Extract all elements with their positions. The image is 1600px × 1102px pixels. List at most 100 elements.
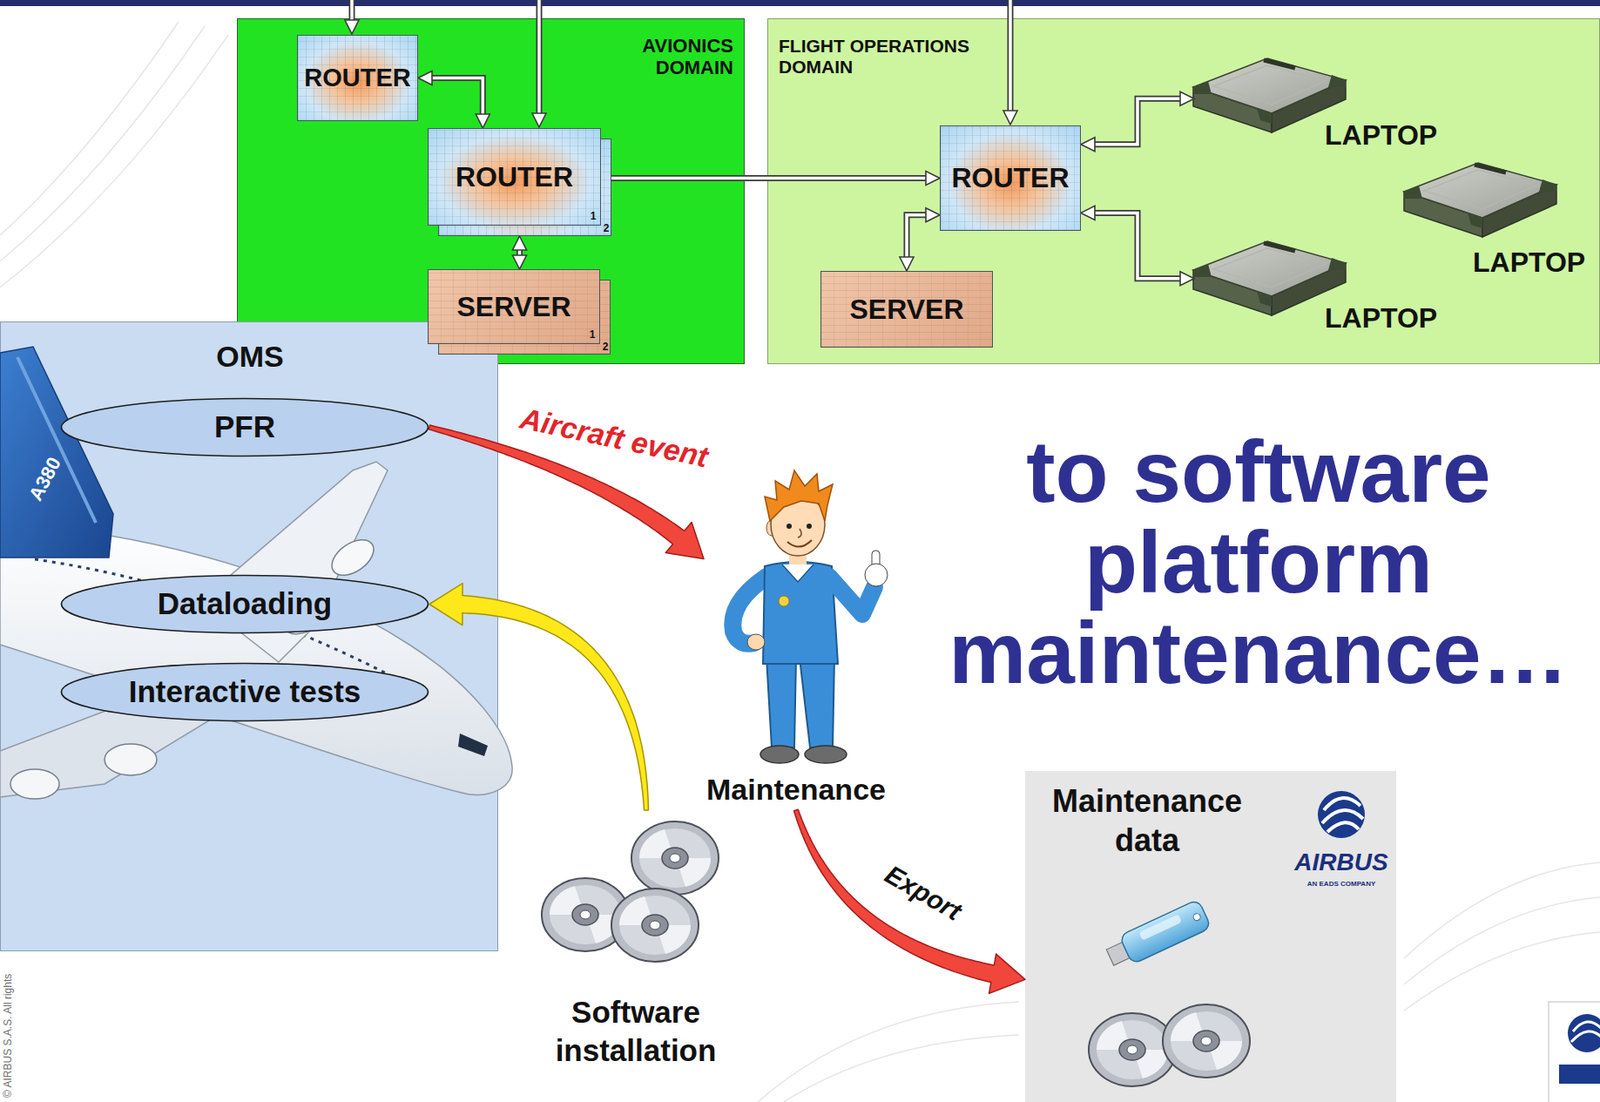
- ellipse-label: Dataloading: [157, 586, 332, 622]
- router-box: ROUTER12: [427, 128, 612, 237]
- aircraft-illustration: [0, 346, 114, 558]
- link-line: [1094, 98, 1181, 145]
- link-line: [1094, 98, 1181, 145]
- background-swoosh: [0, 21, 179, 236]
- airbus-logo: [1327, 822, 1359, 832]
- box-title: Maintenance data: [1038, 781, 1256, 860]
- usb-stick: [1192, 911, 1202, 922]
- ellipse-outline: [61, 398, 429, 457]
- background-swoosh: [1404, 897, 1600, 985]
- usb-stick: [1103, 898, 1212, 972]
- aircraft-illustration: [17, 357, 96, 523]
- flow-arrow: [429, 583, 649, 811]
- maintenance-actor: Maintenance: [703, 465, 889, 811]
- function-ellipse: Dataloading: [60, 573, 430, 635]
- text-slot: SERVER: [427, 269, 601, 345]
- actor-label: Maintenance: [703, 772, 889, 807]
- text-slot: OMS: [0, 339, 500, 374]
- text-slot: Export: [869, 851, 978, 935]
- text-slot: to software platform maintenance…: [927, 425, 1590, 698]
- text-slot: ROUTER: [427, 128, 601, 226]
- aircraft-illustration: [0, 701, 227, 797]
- slide-title: to software platform maintenance…: [927, 425, 1590, 698]
- incoming-link: [536, 0, 543, 115]
- top-bar: [0, 0, 1600, 7]
- corner-logo: [1572, 1021, 1600, 1032]
- laptop-label: LAPTOP: [1324, 302, 1447, 335]
- link-line: [432, 78, 483, 115]
- text-slot: LAPTOP: [1324, 302, 1447, 335]
- arrow-head: [513, 255, 527, 270]
- unit-number: 2: [601, 222, 611, 235]
- server-label: SERVER: [849, 293, 964, 326]
- maintenance-technician: [797, 528, 802, 538]
- incoming-link: [350, 0, 354, 21]
- maintenance-technician: [864, 563, 888, 587]
- logo-tagline: AN EADS COMPANY: [1307, 879, 1377, 889]
- arrow-head: [899, 256, 914, 271]
- unit-number: 2: [600, 341, 610, 353]
- laptop-label: LAPTOP: [1472, 246, 1595, 279]
- aircraft-illustration: [458, 733, 488, 757]
- arrow-head: [925, 208, 940, 223]
- arrow-head: [1080, 137, 1095, 152]
- text-slot: Maintenance: [703, 772, 889, 807]
- maintenance-technician: [766, 657, 797, 748]
- arrow-head: [1180, 271, 1195, 286]
- aircraft-illustration: [10, 769, 60, 799]
- logo-wordmark: AIRBUS: [1294, 848, 1388, 877]
- arrow-head: [1180, 91, 1195, 106]
- server-box: SERVER: [820, 270, 993, 348]
- aircraft-illustration: [0, 500, 98, 536]
- usb-stick: [1138, 913, 1182, 940]
- cd-disc: [631, 821, 719, 895]
- text-slot: Interactive tests: [60, 661, 430, 723]
- network-link: [899, 208, 940, 271]
- maintenance-technician: [806, 523, 812, 529]
- corner-logo: [1548, 1001, 1600, 1102]
- incoming-link: [1003, 110, 1018, 125]
- background-swoosh: [783, 1034, 1020, 1102]
- corner-logo: [1548, 1001, 1600, 1102]
- ellipse-label: Interactive tests: [128, 674, 362, 709]
- maintenance-technician: [787, 540, 812, 547]
- incoming-link: [537, 0, 541, 115]
- laptop-icon: [1193, 58, 1346, 133]
- text-slot: LAPTOP: [1472, 246, 1595, 279]
- incoming-link: [349, 0, 356, 21]
- media-label: Software installation: [531, 992, 741, 1070]
- maintenance-data-box: Maintenance data: [1025, 770, 1397, 1102]
- airbus-logo: [1317, 790, 1365, 838]
- text-slot: 2: [600, 341, 610, 353]
- server-box: SERVER12: [427, 269, 611, 355]
- text-slot: Software installation: [531, 992, 741, 1070]
- software-media: Software installation: [531, 810, 741, 1072]
- panel-title: OMS: [0, 339, 500, 374]
- domain-region: FLIGHT OPERATIONS DOMAINROUTERSERVERLAPT…: [767, 18, 1600, 365]
- domain-region: AVIONICS DOMAINROUTERROUTER12SERVER12: [236, 18, 745, 365]
- aircraft-illustration: [0, 346, 513, 799]
- server-label: SERVER: [456, 290, 571, 324]
- usb-stick: [1119, 898, 1212, 965]
- background-swoosh: [1404, 931, 1600, 1011]
- text-slot: SERVER: [820, 270, 993, 348]
- text-slot: PFR: [60, 397, 430, 458]
- airbus-logo: [1317, 790, 1365, 838]
- text-slot: 1: [587, 210, 599, 223]
- aircraft-illustration: [325, 532, 381, 582]
- text-slot: © AIRBUS S.A.S. All rights: [1, 973, 14, 1098]
- arrow-head: [925, 171, 940, 186]
- arrow-head: [1080, 205, 1095, 220]
- maintenance-technician: [782, 564, 814, 582]
- function-ellipse: PFR: [60, 397, 430, 458]
- text-slot: Dataloading: [60, 573, 430, 635]
- router-label: ROUTER: [303, 63, 411, 93]
- arrow-head: [418, 71, 433, 86]
- laptop-node: LAPTOP: [1404, 159, 1595, 268]
- maintenance-technician: [778, 595, 790, 607]
- function-ellipse: Interactive tests: [60, 661, 430, 723]
- router-label: ROUTER: [951, 162, 1069, 195]
- maintenance-technician: [760, 745, 799, 763]
- maintenance-technician: [829, 576, 875, 615]
- incoming-link: [344, 20, 359, 34]
